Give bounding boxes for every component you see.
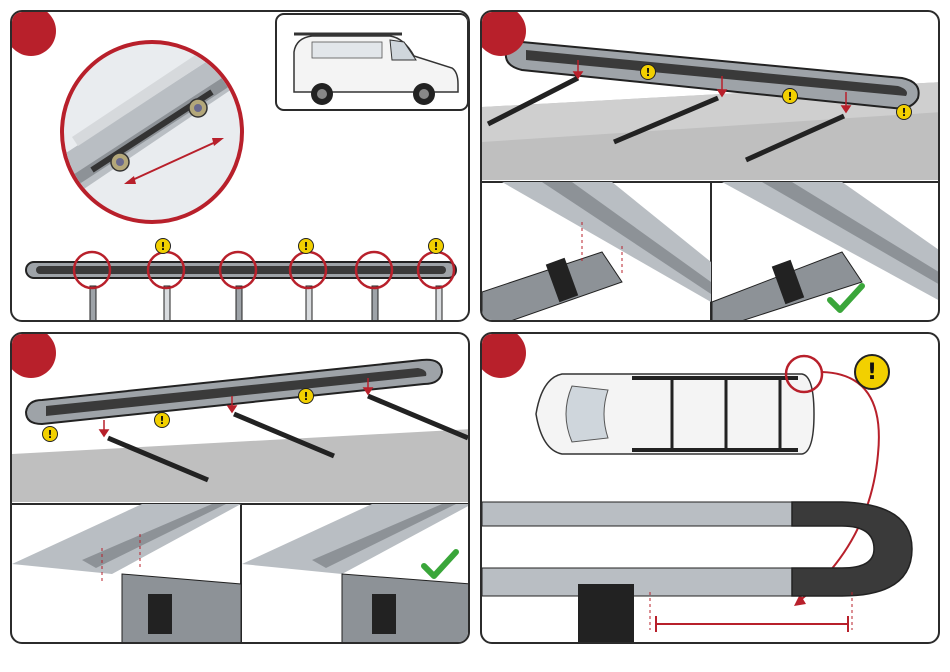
panel-step-3: ! ! ! [10, 332, 470, 644]
warning-icon: ! [42, 426, 58, 442]
check-mark-icon [420, 548, 460, 582]
mount-closeup-incorrect [482, 182, 711, 322]
panel-step-1: ! ! ! [10, 10, 470, 322]
warning-icon: ! [298, 388, 314, 404]
panel-step-2: ! ! ! [480, 10, 940, 322]
panel-3-illustration [12, 334, 470, 644]
warning-icon: ! [854, 354, 890, 390]
panel-2-illustration [482, 12, 940, 322]
rail-overview [26, 252, 456, 322]
warning-icon: ! [155, 238, 171, 254]
warning-icon: ! [298, 238, 314, 254]
van-roof [12, 429, 470, 502]
mount-closeup-incorrect [12, 504, 241, 644]
rail-end-detail [482, 502, 912, 644]
van-top-view [536, 356, 822, 454]
warning-icon: ! [640, 64, 656, 80]
magnified-rail-detail [52, 24, 272, 222]
warning-icon: ! [782, 88, 798, 104]
panel-1-illustration [12, 12, 470, 322]
check-mark-icon [826, 282, 866, 316]
panel-step-4: ! [480, 332, 940, 644]
warning-icon: ! [154, 412, 170, 428]
warning-icon: ! [896, 104, 912, 120]
warning-icon: ! [428, 238, 444, 254]
